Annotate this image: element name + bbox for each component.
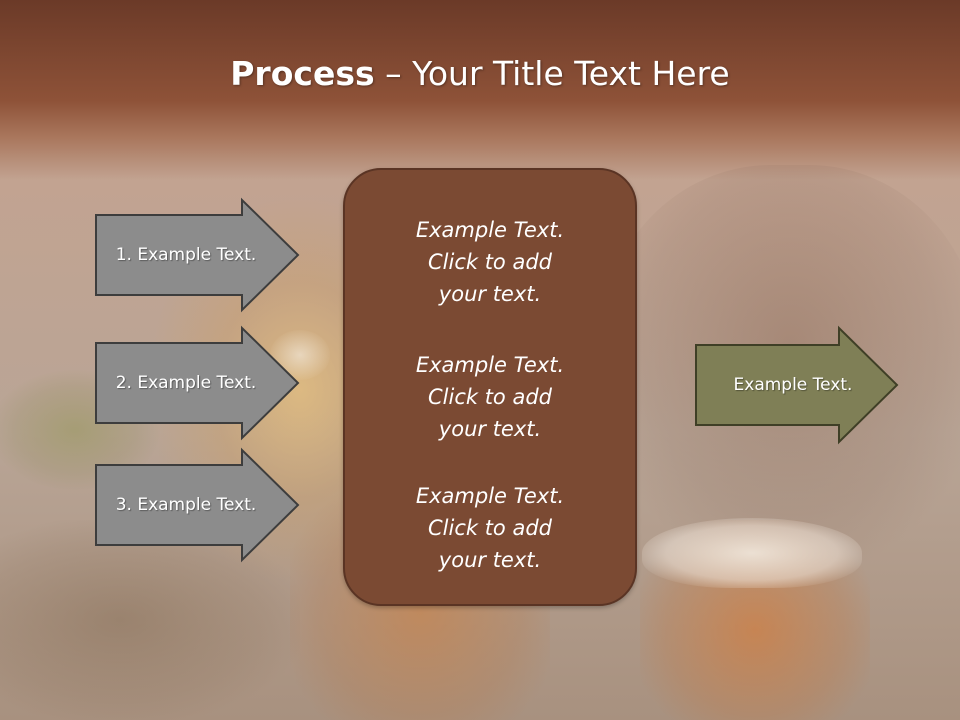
- center-item-line: Click to add: [427, 516, 552, 540]
- center-item-line: Example Text.: [415, 218, 565, 242]
- step-arrow-1[interactable]: 1. Example Text.: [95, 197, 301, 313]
- center-item-line: Example Text.: [415, 484, 565, 508]
- center-item-line: Click to add: [427, 385, 552, 409]
- center-item-line: Click to add: [427, 250, 552, 274]
- output-arrow[interactable]: Example Text.: [695, 325, 901, 445]
- step-label: 3. Example Text.: [115, 495, 257, 515]
- center-item-line: your text.: [438, 417, 542, 441]
- title-rest: – Your Title Text Here: [374, 54, 730, 93]
- background-beer-foam: [642, 518, 862, 588]
- step-label: 2. Example Text.: [115, 373, 257, 393]
- center-item-1[interactable]: Example Text. Click to add your text.: [345, 214, 635, 310]
- slide-title[interactable]: Process – Your Title Text Here: [0, 52, 960, 96]
- center-item-2[interactable]: Example Text. Click to add your text.: [345, 349, 635, 445]
- output-label: Example Text.: [733, 375, 853, 395]
- right-arrow-icon: [95, 197, 300, 313]
- step-arrow-3[interactable]: 3. Example Text.: [95, 447, 301, 563]
- center-item-line: Example Text.: [415, 353, 565, 377]
- title-bold: Process: [230, 54, 375, 93]
- center-item-3[interactable]: Example Text. Click to add your text.: [345, 480, 635, 576]
- center-item-line: your text.: [438, 548, 542, 572]
- right-arrow-icon: [95, 447, 300, 563]
- right-arrow-icon: [695, 325, 899, 445]
- center-text-box[interactable]: Example Text. Click to add your text. Ex…: [343, 168, 637, 606]
- right-arrow-icon: [95, 325, 300, 441]
- step-arrow-2[interactable]: 2. Example Text.: [95, 325, 301, 441]
- center-item-line: your text.: [438, 282, 542, 306]
- background-beer-mug: [640, 520, 870, 720]
- step-label: 1. Example Text.: [115, 245, 257, 265]
